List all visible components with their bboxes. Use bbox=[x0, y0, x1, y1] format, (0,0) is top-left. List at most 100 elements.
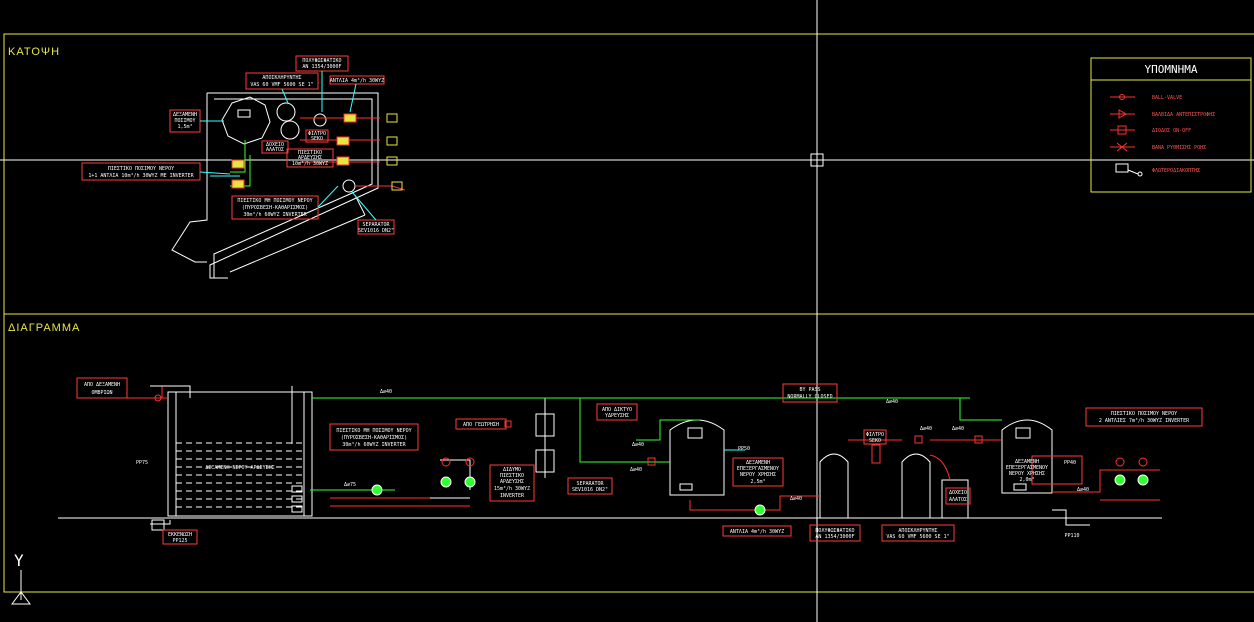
diagram-label-boxes bbox=[76, 377, 1203, 545]
plan-softener-1 bbox=[276, 102, 296, 122]
svg-text:ΠΟΛΥΦΩΣΦΑΤΙΚΟ: ΠΟΛΥΦΩΣΦΑΤΙΚΟ bbox=[302, 58, 341, 64]
valve-symbols bbox=[154, 394, 1148, 467]
legend-box bbox=[1090, 57, 1252, 193]
svg-text:15m³/h 30WYZ: 15m³/h 30WYZ bbox=[494, 486, 530, 492]
seko-filter bbox=[871, 444, 881, 464]
svg-text:ΕΠΕΞΕΡΓΑΣΜΕΝΟΥ: ΕΠΕΞΕΡΓΑΣΜΕΝΟΥ bbox=[737, 466, 779, 472]
legend-symbols bbox=[1110, 94, 1143, 177]
svg-text:(ΠΥΡΟΣΒΕΣΗ-ΚΑΘΑΡΙΣΜΟΣ): (ΠΥΡΟΣΒΕΣΗ-ΚΑΘΑΡΙΣΜΟΣ) bbox=[341, 435, 407, 441]
polyphosphate-vessel bbox=[819, 453, 849, 518]
svg-text:Δ∅40: Δ∅40 bbox=[630, 467, 642, 473]
legend-labels: BALL-VALVE ΒΑΛΒΙΔΑ ΑΝΤΕΠΙΣΤΡΟΦΗΣ ΔΙΟΔΟΣ … bbox=[1152, 95, 1215, 174]
svg-text:ΑΝ 1354/3000F: ΑΝ 1354/3000F bbox=[815, 534, 854, 540]
diagram-label-texts: ΑΠΟ ΔΕΞΑΜΕΝΗ ΟΜΒΡΙΩΝ ΔΕΞΑΜΕΝΗ ΝΕΡΟΥ ΑΡΔΕ… bbox=[84, 382, 1190, 544]
svg-text:ΑΝΤΛΙΑ 4m³/h 30WYZ: ΑΝΤΛΙΑ 4m³/h 30WYZ bbox=[730, 529, 784, 535]
svg-text:ΠΙΕΣΤΙΚΟ: ΠΙΕΣΤΙΚΟ bbox=[298, 150, 322, 156]
svg-text:Δ∅40: Δ∅40 bbox=[380, 389, 392, 395]
svg-text:ΠΟΛΥΦΩΣΦΑΤΙΚΟ: ΠΟΛΥΦΩΣΦΑΤΙΚΟ bbox=[815, 528, 854, 534]
svg-text:PP110: PP110 bbox=[1064, 533, 1079, 539]
plan-section-title: ΚΑΤΟΨΗ bbox=[8, 46, 61, 58]
legend-item-on-off: ΔΙΟΔΟΣ ON-OFF bbox=[1152, 128, 1191, 134]
svg-text:ΑΠΟΣΚΛΗΡΥΝΤΗΣ: ΑΠΟΣΚΛΗΡΥΝΤΗΣ bbox=[898, 528, 937, 534]
svg-text:SEKO: SEKO bbox=[311, 136, 323, 142]
plan-filter bbox=[313, 113, 327, 127]
svg-text:ΦΙΛΤΡΟ: ΦΙΛΤΡΟ bbox=[308, 131, 326, 137]
svg-text:PP40: PP40 bbox=[1064, 460, 1076, 466]
svg-text:10m³/h 30WYZ: 10m³/h 30WYZ bbox=[292, 161, 328, 167]
svg-text:SEV1016 DN2": SEV1016 DN2" bbox=[572, 487, 608, 493]
diagram-section-title: ΔΙΑΓΡΑΜΜΑ bbox=[8, 322, 81, 334]
svg-text:ΕΠΕΞΕΡΓΑΣΜΕΝΟΥ: ΕΠΕΞΕΡΓΑΣΜΕΝΟΥ bbox=[1006, 465, 1048, 471]
svg-text:Δ∅40: Δ∅40 bbox=[952, 426, 964, 432]
svg-text:ΠΙΕΣΤΙΚΟ: ΠΙΕΣΤΙΚΟ bbox=[500, 473, 524, 479]
irrigation-tank bbox=[167, 391, 313, 517]
svg-text:ΑΠΟ ΔΙΚΤΥΟ: ΑΠΟ ΔΙΚΤΥΟ bbox=[602, 407, 632, 413]
on-off-valve-icon bbox=[1117, 125, 1127, 135]
plan-outlet-boxes bbox=[386, 113, 403, 191]
svg-text:ΔΟΧΕΙΟ: ΔΟΧΕΙΟ bbox=[266, 142, 284, 148]
separator-unit bbox=[535, 398, 555, 478]
svg-text:BY PASS: BY PASS bbox=[799, 387, 820, 393]
ucs-y-label: Y bbox=[14, 551, 24, 570]
svg-text:ΔΕΞΑΜΕΝΗ: ΔΕΞΑΜΕΝΗ bbox=[1015, 459, 1039, 465]
svg-text:ΥΔΡΕΥΣΗΣ: ΥΔΡΕΥΣΗΣ bbox=[605, 413, 629, 419]
svg-text:ΑΡΔΕΥΣΗΣ: ΑΡΔΕΥΣΗΣ bbox=[298, 155, 322, 161]
svg-text:SEKO: SEKO bbox=[869, 438, 881, 444]
svg-text:SEPARATOR: SEPARATOR bbox=[576, 481, 604, 487]
svg-text:SEV1016 DN2": SEV1016 DN2" bbox=[358, 228, 394, 234]
svg-text:PP75: PP75 bbox=[136, 460, 148, 466]
pump-symbols bbox=[371, 474, 1149, 516]
svg-text:Δ∅40: Δ∅40 bbox=[920, 426, 932, 432]
svg-text:ΠΟΣΙΜΟΥ: ΠΟΣΙΜΟΥ bbox=[174, 118, 195, 124]
tank-outlet-boxes bbox=[151, 483, 1027, 531]
svg-text:ΑΠΟΣΚΛΗΡΥΝΤΗΣ: ΑΠΟΣΚΛΗΡΥΝΤΗΣ bbox=[262, 75, 301, 81]
legend-item-check-valve: ΒΑΛΒΙΔΑ ΑΝΤΕΠΙΣΤΡΟΦΗΣ bbox=[1152, 112, 1215, 118]
plan-pumps bbox=[231, 113, 357, 189]
storage-tank-1 bbox=[669, 419, 725, 496]
plan-softener-2 bbox=[280, 120, 300, 140]
svg-text:1,5m³: 1,5m³ bbox=[177, 124, 192, 130]
svg-text:2,5m³: 2,5m³ bbox=[750, 479, 765, 485]
svg-text:ΔΙΔΥΜΟ: ΔΙΔΥΜΟ bbox=[503, 467, 521, 473]
svg-text:ΑΡΔΕΥΣΗΣ: ΑΡΔΕΥΣΗΣ bbox=[500, 479, 524, 485]
plan-room-outline bbox=[171, 92, 379, 279]
svg-text:SEPARATOR: SEPARATOR bbox=[362, 222, 390, 228]
svg-text:ΔΟΧΕΙΟ: ΔΟΧΕΙΟ bbox=[949, 490, 967, 496]
svg-text:ΠΙΕΣΤΙΚΟ ΠΟΣΙΜΟΥ ΝΕΡΟΥ: ΠΙΕΣΤΙΚΟ ΠΟΣΙΜΟΥ ΝΕΡΟΥ bbox=[1111, 411, 1177, 417]
svg-text:ΑΝ 1354/3000F: ΑΝ 1354/3000F bbox=[302, 64, 341, 70]
svg-text:30m³/h 60WYZ INVERTER: 30m³/h 60WYZ INVERTER bbox=[342, 442, 406, 448]
svg-text:Δ∅40: Δ∅40 bbox=[886, 399, 898, 405]
svg-text:ΠΙΕΣΤΙΚΟ ΜΗ ΠΟΣΙΜΟΥ ΝΕΡΟΥ: ΠΙΕΣΤΙΚΟ ΜΗ ΠΟΣΙΜΟΥ ΝΕΡΟΥ bbox=[336, 428, 411, 434]
drawing-frames bbox=[3, 33, 1254, 593]
irrigation-tank-water bbox=[176, 442, 304, 508]
plan-separator bbox=[342, 179, 356, 193]
svg-text:Δ∅40: Δ∅40 bbox=[790, 496, 802, 502]
svg-text:Δ∅40: Δ∅40 bbox=[1077, 487, 1089, 493]
svg-text:ΑΠΟ ΓΕΩΤΡΗΣΗ: ΑΠΟ ΓΕΩΤΡΗΣΗ bbox=[463, 422, 499, 428]
svg-text:ΠΙΕΣΤΙΚΟ ΜΗ ΠΟΣΙΜΟΥ ΝΕΡΟΥ: ΠΙΕΣΤΙΚΟ ΜΗ ΠΟΣΙΜΟΥ ΝΕΡΟΥ bbox=[237, 198, 312, 204]
svg-text:ΕΚΚΕΝΩΣΗ: ΕΚΚΕΝΩΣΗ bbox=[168, 532, 192, 538]
plan-potable-tank bbox=[221, 96, 271, 145]
svg-text:ΔΕΞΑΜΕΝΗ: ΔΕΞΑΜΕΝΗ bbox=[173, 112, 197, 118]
plan-leader-lines bbox=[199, 71, 377, 221]
svg-text:ΔΕΞΑΜΕΝΗ ΝΕΡΟΥ ΑΡΔΕΥΣΗΣ: ΔΕΞΑΜΕΝΗ ΝΕΡΟΥ ΑΡΔΕΥΣΗΣ bbox=[205, 465, 274, 471]
softener-vessel bbox=[901, 453, 969, 519]
svg-text:PP125: PP125 bbox=[172, 538, 187, 544]
svg-text:ΑΠΟ ΔΕΞΑΜΕΝΗ: ΑΠΟ ΔΕΞΑΜΕΝΗ bbox=[84, 382, 120, 388]
storage-tank-2 bbox=[1001, 419, 1053, 494]
float-switch-icon bbox=[1115, 163, 1129, 173]
svg-text:PP50: PP50 bbox=[738, 446, 750, 452]
svg-text:ΑΛΑΤΟΣ: ΑΛΑΤΟΣ bbox=[949, 497, 967, 503]
svg-text:INVERTER: INVERTER bbox=[500, 493, 525, 499]
pipe-diameter-tags: Δ∅40 Δ∅40 Δ∅40 Δ∅40 Δ∅40 Δ∅75 Δ∅40 Δ∅40 … bbox=[344, 389, 1089, 502]
svg-text:ΔΕΞΑΜΕΝΗ: ΔΕΞΑΜΕΝΗ bbox=[746, 460, 770, 466]
ball-valve-icon bbox=[1119, 94, 1125, 100]
svg-text:NORMALLY CLOSED: NORMALLY CLOSED bbox=[787, 394, 832, 400]
svg-text:ΑΛΑΤΟΣ: ΑΛΑΤΟΣ bbox=[266, 147, 284, 153]
svg-text:Δ∅40: Δ∅40 bbox=[632, 442, 644, 448]
legend-item-float-switch: ΦΛΩΤΕΡΟΔΙΑΚΟΠΤΗΣ bbox=[1152, 168, 1200, 174]
svg-text:2 ΑΝΤΛΙΕΣ 7m³/h 30WYZ INVERTER: 2 ΑΝΤΛΙΕΣ 7m³/h 30WYZ INVERTER bbox=[1099, 418, 1190, 424]
svg-text:VAS 60 VMF 5600 SE 1": VAS 60 VMF 5600 SE 1" bbox=[886, 534, 949, 540]
